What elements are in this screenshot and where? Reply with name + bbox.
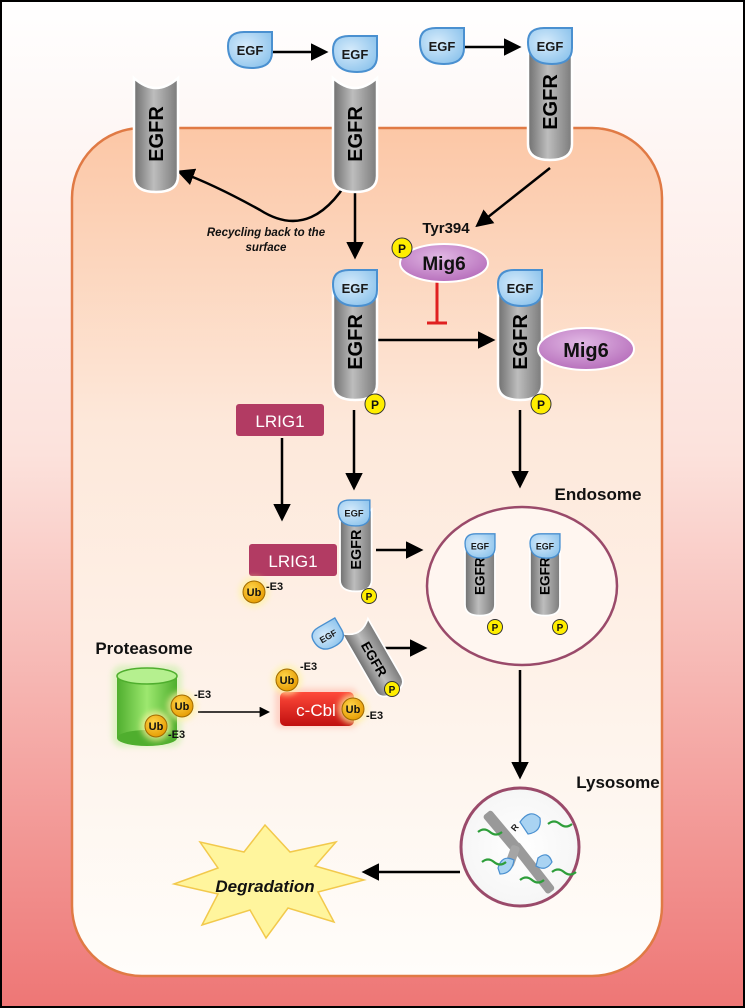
svg-text:P: P	[371, 398, 379, 412]
ubiquitin-circle: Ub	[167, 691, 197, 721]
svg-text:P: P	[537, 398, 545, 412]
phosphate-circle: P	[552, 619, 568, 635]
egfr-receptor-unbound: EGFR	[132, 76, 180, 194]
svg-text:Ub: Ub	[346, 704, 361, 716]
phosphate-circle: P	[364, 393, 386, 415]
ubiquitin-circle: Ub	[141, 711, 171, 741]
egf-ligand: EGF	[227, 31, 273, 69]
endosome	[425, 505, 619, 667]
svg-text:Mig6: Mig6	[563, 340, 609, 362]
svg-text:P: P	[366, 592, 373, 603]
egf-ligand: EGF	[332, 35, 378, 73]
inhibition-marker	[427, 282, 447, 325]
phosphate-circle: P	[530, 393, 552, 415]
egfr-receptor-bound: EGFR	[526, 44, 574, 162]
egf-ligand: EGF	[337, 499, 371, 527]
phosphate-circle: P	[487, 619, 503, 635]
svg-text:EGF: EGF	[537, 39, 564, 54]
svg-text:LRIG1: LRIG1	[255, 412, 304, 431]
ubiquitin-circle: Ub	[272, 665, 302, 695]
tyr394-label: Tyr394	[422, 220, 470, 237]
svg-text:Mig6: Mig6	[422, 254, 465, 275]
lrig1-complex: LRIG1	[249, 544, 337, 576]
egfr-label: EGFR	[146, 106, 168, 162]
svg-text:P: P	[557, 623, 564, 634]
e3-label: -E3	[266, 581, 283, 593]
egf-ligand: EGF	[332, 269, 378, 307]
svg-text:Ub: Ub	[149, 721, 164, 733]
egf-ligand: EGF	[529, 533, 561, 559]
e3-label: -E3	[366, 710, 383, 722]
phosphate-circle: P	[391, 237, 413, 259]
recycling-label: Recycling back to the	[207, 227, 326, 239]
phosphate-circle: P	[384, 681, 400, 697]
svg-text:Ub: Ub	[280, 675, 295, 687]
pathway-arrows	[176, 38, 551, 881]
svg-text:EGF: EGF	[507, 281, 534, 296]
svg-text:EGFR: EGFR	[345, 314, 367, 370]
svg-text:EGF: EGF	[237, 43, 264, 58]
svg-text:P: P	[389, 685, 396, 696]
e3-label: -E3	[300, 661, 317, 673]
mig6-phosphorylated: Mig6	[399, 243, 489, 283]
svg-text:EGFR: EGFR	[540, 74, 562, 130]
svg-text:EGFR: EGFR	[345, 106, 367, 162]
egf-ligand: EGF	[527, 27, 573, 65]
phosphate-circle: P	[361, 588, 377, 604]
lysosome-label: Lysosome	[576, 773, 659, 792]
svg-text:Ub: Ub	[175, 701, 190, 713]
egfr-receptor-endosomal: EGFR	[464, 537, 496, 617]
egf-ligand: EGF	[308, 617, 348, 655]
ubiquitin-circle: Ub	[338, 694, 368, 724]
svg-text:Degradation: Degradation	[215, 877, 314, 896]
egfr-receptor-bound: EGFR	[331, 76, 379, 194]
svg-text:EGF: EGF	[342, 281, 369, 296]
egf-ligand: EGF	[419, 27, 465, 65]
svg-text:EGFR: EGFR	[510, 314, 532, 370]
lysosome: R	[459, 786, 581, 908]
svg-text:EGFR: EGFR	[538, 557, 553, 595]
svg-text:EGF: EGF	[471, 541, 490, 551]
svg-text:R: R	[509, 821, 521, 833]
recycling-label-2: surface	[246, 242, 288, 254]
svg-text:EGFR: EGFR	[349, 529, 365, 570]
egfr-receptor-small: EGFR	[339, 508, 373, 593]
egfr-receptor-endosomal: EGFR	[529, 537, 561, 617]
e3-label: -E3	[194, 689, 211, 701]
egfr-receptor-mig6-bound: EGFR	[496, 284, 544, 402]
svg-text:c-Cbl: c-Cbl	[296, 701, 336, 720]
ccbl-box: c-Cbl	[275, 688, 357, 728]
svg-text:EGF: EGF	[344, 509, 364, 519]
egfr-receptor-phosphorylated: EGFR	[331, 284, 379, 402]
ubiquitin-circle: Ub	[239, 577, 269, 607]
svg-text:Ub: Ub	[247, 587, 262, 599]
egf-ligand: EGF	[497, 269, 543, 307]
mig6-bound: Mig6	[537, 327, 635, 371]
proteasome-label: Proteasome	[95, 639, 192, 658]
lrig1-box: LRIG1	[236, 404, 324, 436]
degradation-burst: Degradation	[171, 823, 367, 940]
egf-ligand: EGF	[464, 533, 496, 559]
endosome-label: Endosome	[555, 485, 642, 504]
svg-text:P: P	[398, 242, 406, 256]
svg-text:EGF: EGF	[342, 47, 369, 62]
svg-text:P: P	[492, 623, 499, 634]
e3-label: -E3	[168, 729, 185, 741]
svg-text:EGF: EGF	[429, 39, 456, 54]
svg-text:LRIG1: LRIG1	[268, 552, 317, 571]
svg-text:EGFR: EGFR	[473, 557, 488, 595]
svg-text:EGF: EGF	[536, 541, 555, 551]
degraded-fragments: R	[477, 810, 577, 894]
